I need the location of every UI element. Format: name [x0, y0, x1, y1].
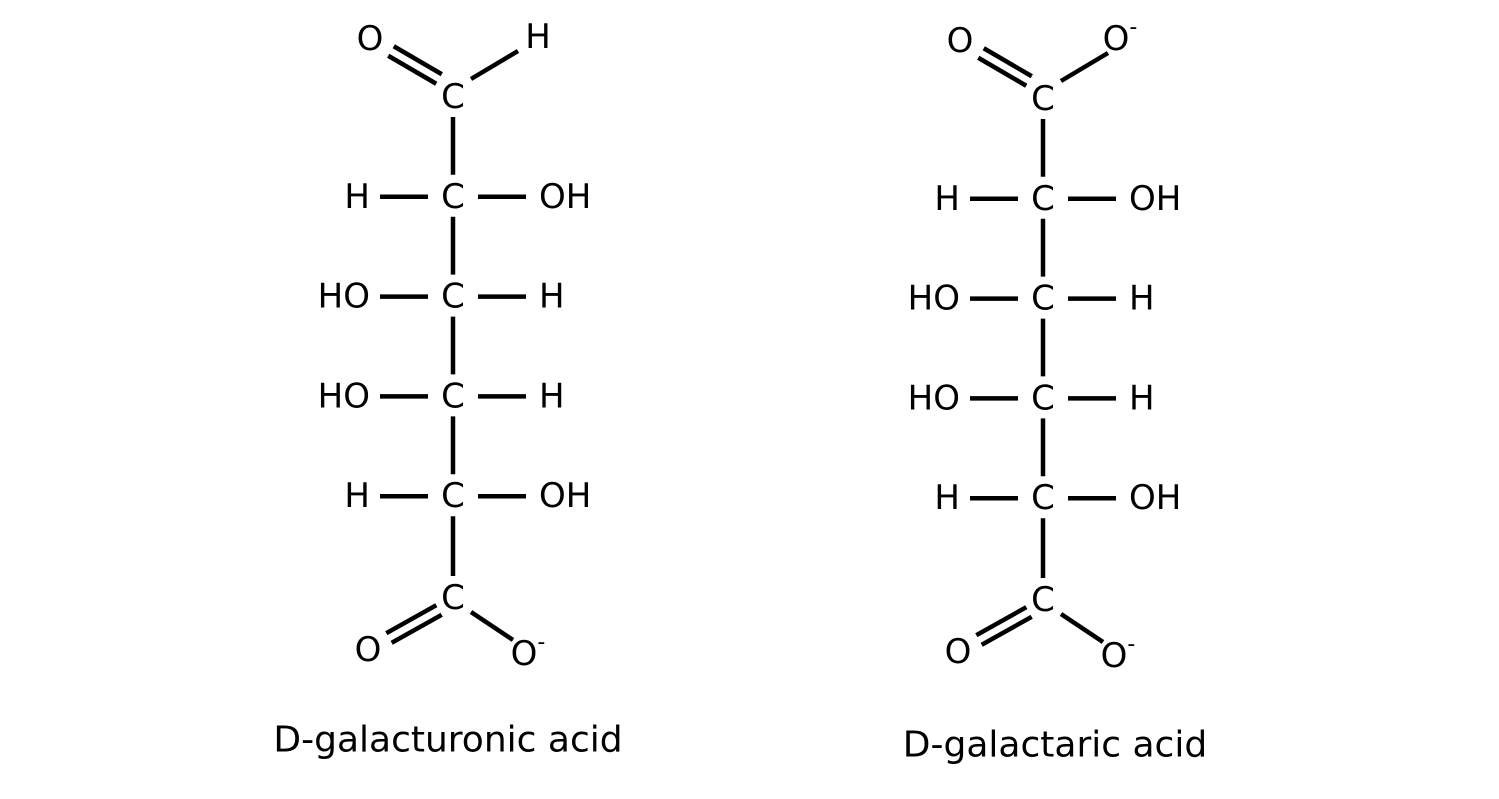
carbon-atom: C — [1031, 279, 1055, 319]
carbon-atom: C — [441, 177, 465, 217]
carboxylate-oxygen-atom: O- — [511, 630, 546, 675]
double-bond-line — [975, 605, 1028, 638]
molecule-name-label: D-galactaric acid — [903, 725, 1207, 766]
left-substituent: HO — [908, 378, 960, 418]
carbon-atom: C — [1031, 378, 1055, 418]
left-substituent: HO — [318, 277, 370, 317]
charge-superscript: - — [1129, 15, 1137, 40]
double-bond-line — [390, 612, 443, 645]
single-bond — [1059, 612, 1105, 644]
left-substituent: H — [344, 177, 370, 217]
carbon-atom: C — [1031, 179, 1055, 219]
oxygen-atom: O — [945, 632, 972, 672]
left-substituent: H — [934, 478, 960, 518]
oxygen-atom: O — [355, 630, 382, 670]
right-substituent: H — [1129, 378, 1155, 418]
single-bond — [1059, 51, 1110, 83]
charge-superscript: - — [537, 630, 545, 655]
single-bond — [469, 49, 520, 81]
carbon-atom: C — [441, 77, 465, 117]
double-bond-line — [392, 44, 443, 77]
carbon-atom: C — [441, 376, 465, 416]
oxygen-atom: O — [947, 21, 974, 61]
double-bond-line — [977, 55, 1028, 88]
carboxylate-oxygen-atom: O- — [1101, 632, 1136, 677]
left-substituent: H — [344, 476, 370, 516]
right-substituent: H — [539, 277, 565, 317]
molecule-name-label: D-galacturonic acid — [273, 720, 622, 761]
carbon-atom: C — [1031, 478, 1055, 518]
double-bond-line — [980, 614, 1033, 647]
carbon-atom: C — [1031, 79, 1055, 119]
charge-superscript: - — [1127, 632, 1135, 657]
oxygen-atom: O — [357, 19, 384, 59]
carbon-atom: C — [441, 277, 465, 317]
left-substituent: H — [934, 179, 960, 219]
double-bond-line — [385, 603, 438, 636]
single-bond — [469, 610, 515, 642]
carbon-atom: C — [441, 578, 465, 618]
double-bond-line — [387, 53, 438, 86]
carbon-atom: C — [1031, 580, 1055, 620]
carbon-atom: C — [441, 476, 465, 516]
left-substituent: HO — [318, 376, 370, 416]
double-bond-line — [982, 46, 1033, 79]
right-substituent: H — [539, 376, 565, 416]
right-substituent: OH — [1129, 179, 1181, 219]
left-substituent: HO — [908, 279, 960, 319]
right-substituent: OH — [539, 476, 591, 516]
top-right-atom: H — [525, 17, 551, 57]
right-substituent: OH — [1129, 478, 1181, 518]
top-right-atom: O- — [1103, 15, 1138, 60]
right-substituent: OH — [539, 177, 591, 217]
right-substituent: H — [1129, 279, 1155, 319]
